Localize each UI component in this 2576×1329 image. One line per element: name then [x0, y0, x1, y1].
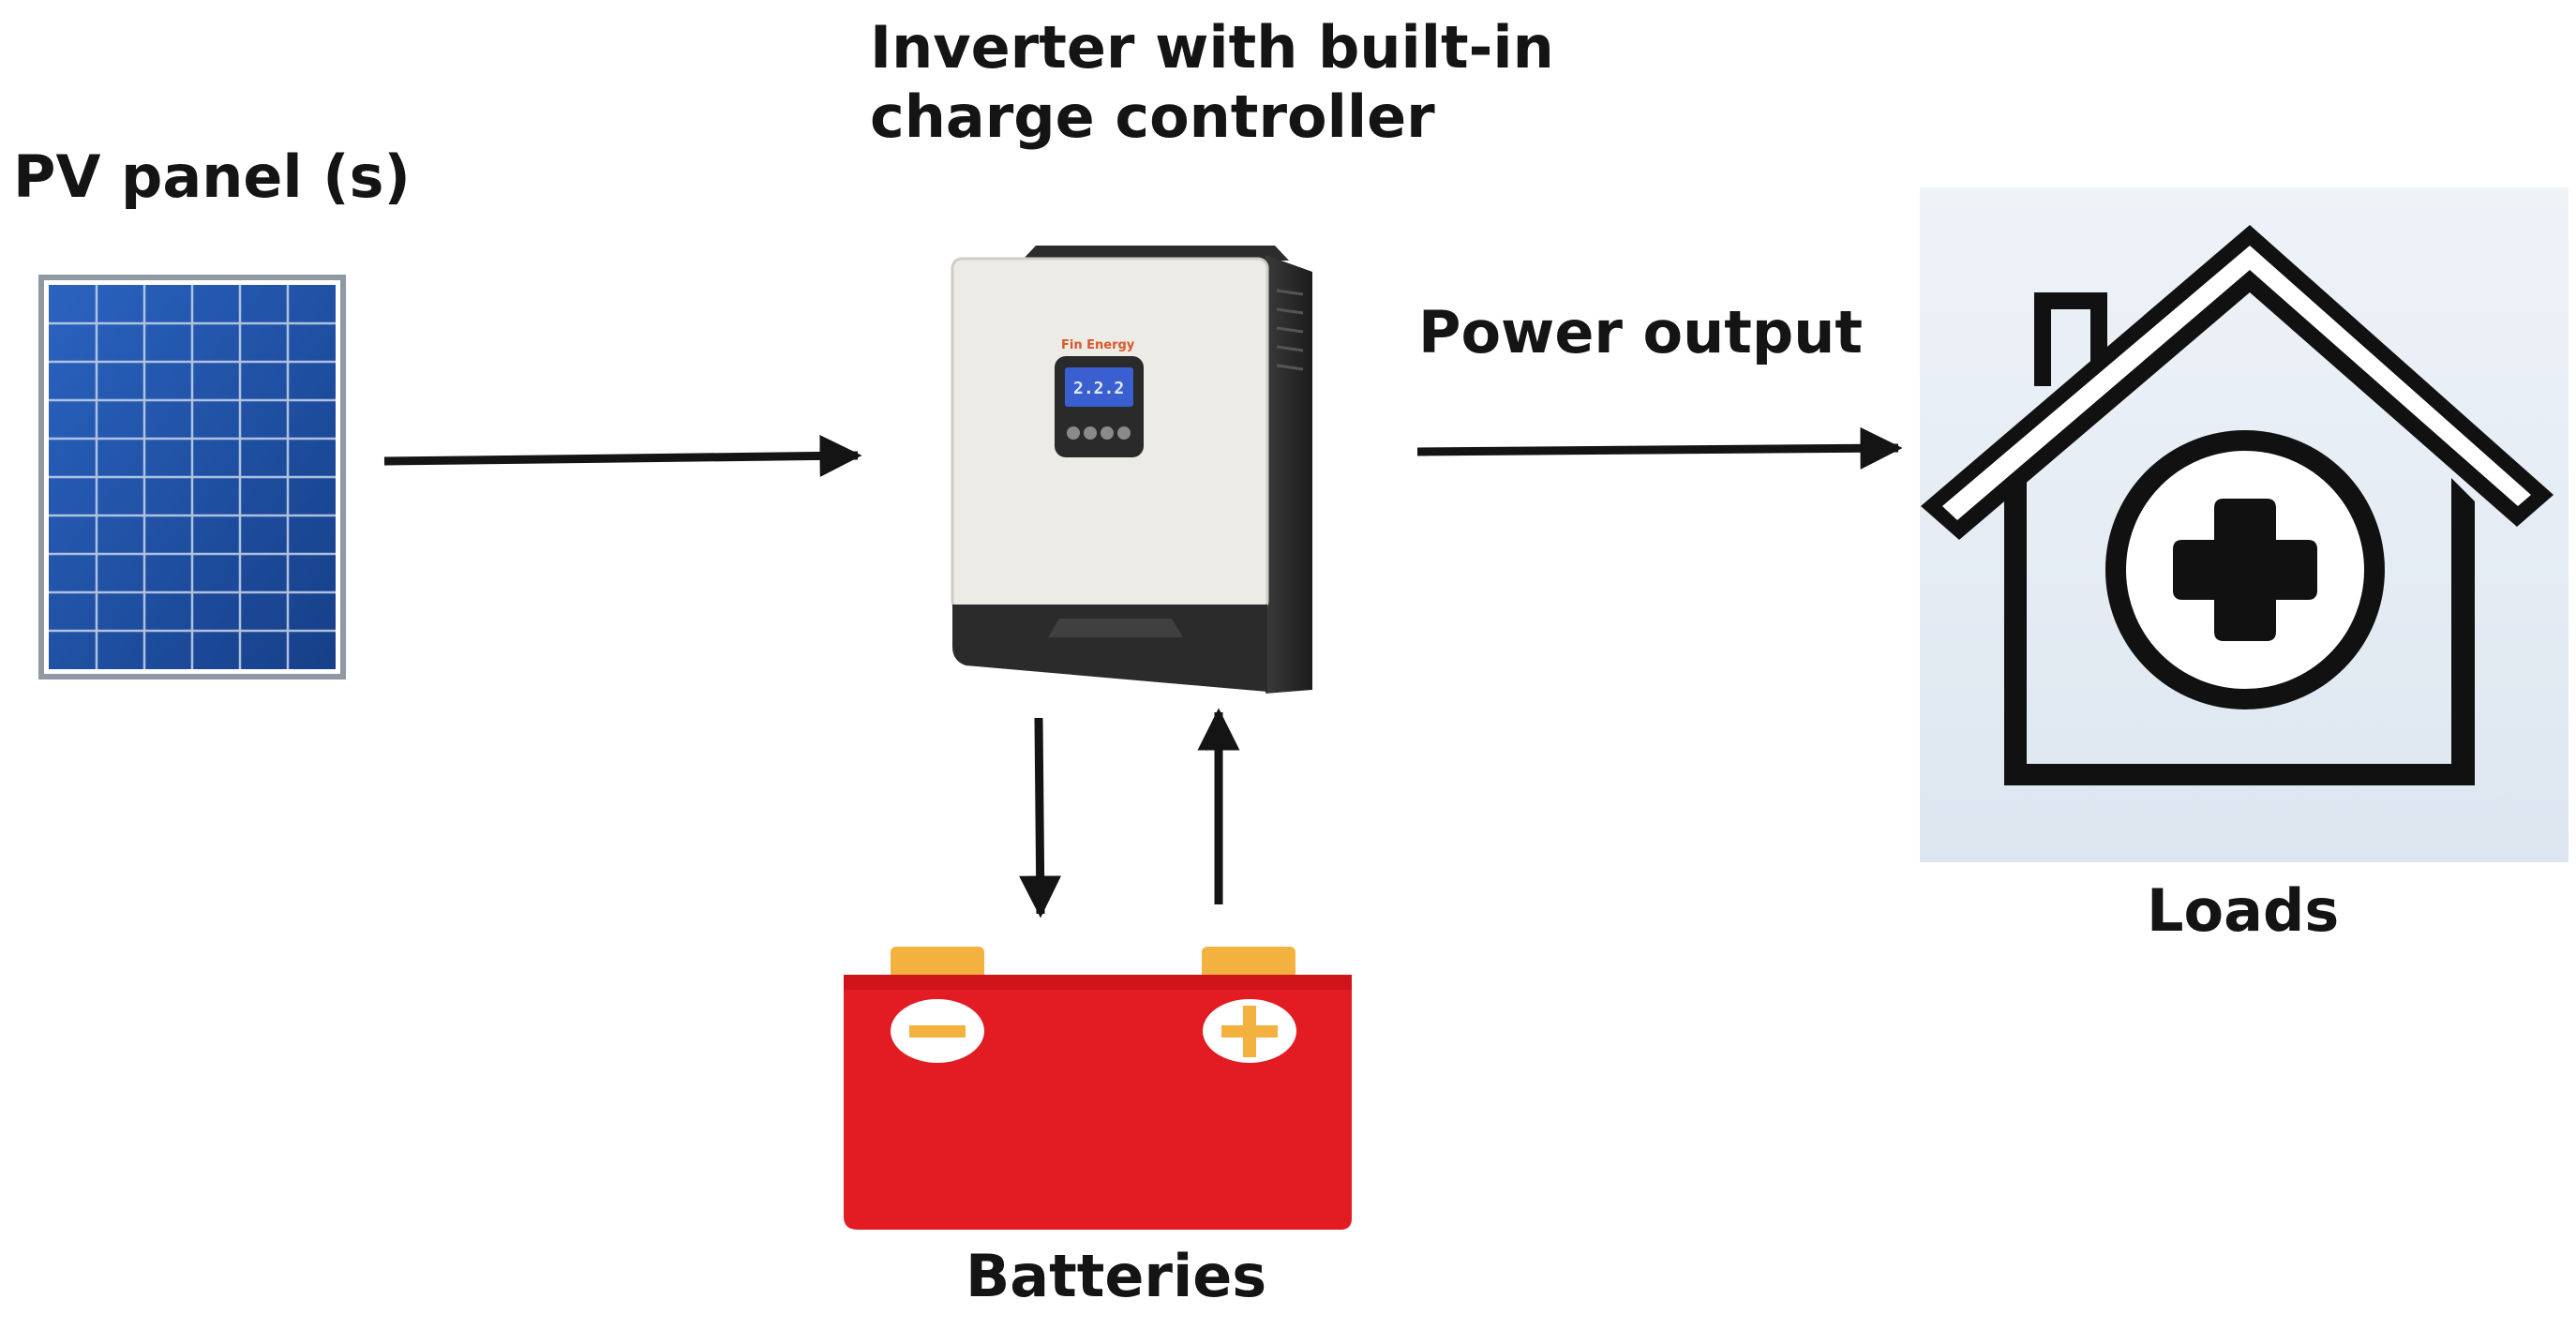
house-medical-icon	[1920, 187, 2569, 862]
power-output-label: Power output	[1418, 298, 1864, 366]
inverter-lcd-text: 2.2.2	[1073, 379, 1124, 398]
inverter-button-4	[1117, 426, 1131, 440]
pv-panel-label: PV panel (s)	[13, 142, 411, 211]
inverter-label: Inverter with built-in charge controller	[870, 13, 1554, 153]
inverter-button-1	[1067, 426, 1080, 440]
arrow-pv-to-inverter	[383, 434, 862, 477]
battery-icon	[844, 947, 1352, 1230]
inverter-button-2	[1084, 426, 1097, 440]
inverter-icon: Fin Energy 2.2.2	[951, 246, 1312, 694]
inverter-button-3	[1101, 426, 1114, 440]
inverter-brand-text: Fin Energy	[1061, 338, 1135, 352]
arrow-inverter-to-battery	[1019, 717, 1062, 918]
loads-label: Loads	[2147, 876, 2340, 945]
inverter-label-line1: Inverter with built-in	[870, 13, 1554, 82]
batteries-label: Batteries	[966, 1242, 1267, 1310]
inverter-label-line2: charge controller	[870, 82, 1435, 152]
arrow-inverter-to-loads	[1416, 426, 1903, 470]
solar-panel-icon	[38, 275, 346, 679]
